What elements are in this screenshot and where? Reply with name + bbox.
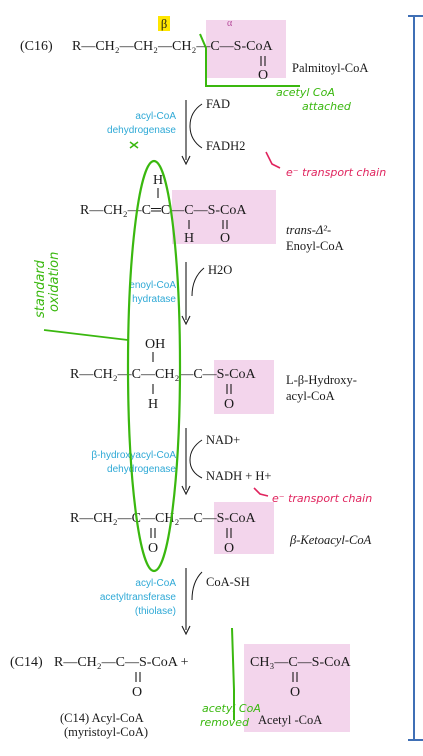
hydroxy-h: H: [148, 397, 158, 412]
acetyl-structure: CH₃—C—S-CoA: [250, 655, 351, 670]
etc-text-2: e⁻ transport chain: [272, 492, 372, 505]
hydroxy-o: O: [224, 397, 234, 412]
chain-r5: R—CH₂—C—S-CoA +: [54, 655, 189, 670]
removed-text-1: acetyl CoA: [202, 702, 261, 715]
coa-highlight-2: [172, 190, 276, 244]
keto-o-1: O: [148, 541, 158, 556]
enoyl-name-1: trans-Δ²-: [286, 223, 331, 237]
beta-highlight: [158, 16, 170, 31]
acylcoa-label-1: (C14) Acyl-CoA: [60, 711, 144, 725]
hydroxy-name-1: L-β-Hydroxy-: [286, 373, 357, 387]
enzyme-4-line2: acetyltransferase: [100, 592, 177, 603]
acetyl-attached-text-1: acetyl CoA: [276, 86, 335, 99]
standard-text: standard: [33, 259, 48, 318]
nadh-label: NADH + H+: [206, 469, 272, 483]
coa-highlight-4: [214, 502, 274, 554]
arrow-4-head: [181, 625, 191, 636]
enoyl-h-bottom: H: [184, 231, 194, 246]
acetyl-attached-text-2: attached: [302, 100, 352, 113]
oxidation-pointer: [43, 329, 129, 341]
alpha-mark: α: [227, 18, 233, 29]
product-o-1: O: [132, 685, 142, 700]
chain-r3: R—CH₂—C—CH₂—C—S-CoA: [70, 367, 256, 382]
coa-highlight-3: [214, 360, 274, 414]
oxidation-text: oxidation: [47, 252, 62, 312]
chain-r4: R—CH₂—C—CH₂—C—S-CoA: [70, 511, 256, 526]
enzyme-2-line2: hydratase: [132, 294, 176, 305]
product-o-2: O: [290, 685, 300, 700]
chain-r2: R—CH₂—C═C—C—S-CoA: [80, 203, 247, 218]
enzyme-2-line1: enoyl-CoA: [129, 280, 176, 291]
cofactor-curve-4: [191, 571, 203, 601]
c16-label: (C16): [20, 39, 53, 54]
coash-label: CoA-SH: [206, 575, 250, 589]
carbonyl-o-1: O: [258, 68, 268, 83]
keto-o-2: O: [224, 541, 234, 556]
cofactor-curve-1: [189, 103, 203, 149]
palmitoyl-label: Palmitoyl-CoA: [292, 61, 368, 75]
enoyl-name-2: Enoyl-CoA: [286, 239, 344, 253]
chain-r1: R—CH₂—CH₂—CH₂—C—S-CoA: [72, 39, 273, 54]
enoyl-h-top: H: [153, 173, 163, 188]
removed-text-2: removed: [200, 716, 250, 729]
fadh2-label: FADH2: [206, 139, 245, 153]
enzyme-1-check: [129, 141, 139, 149]
cofactor-curve-2: [191, 267, 205, 297]
enzyme-1-line1: acyl-CoA: [135, 111, 176, 122]
arrow-1-head: [181, 155, 191, 166]
etc-arrow-1: [265, 151, 281, 169]
cofactor-curve-3: [189, 439, 203, 479]
nad-label: NAD+: [206, 433, 240, 447]
h2o-label: H2O: [208, 263, 232, 277]
arrow-3-head: [181, 485, 191, 496]
cut-mark: [199, 33, 300, 87]
beta-mark: β: [161, 17, 167, 31]
coa-highlight-1: [206, 20, 286, 78]
enoyl-o: O: [220, 231, 230, 246]
enzyme-3-line2: dehydrogenase: [107, 464, 176, 475]
enzyme-4-line1: acyl-CoA: [135, 578, 176, 589]
etc-text-1: e⁻ transport chain: [286, 166, 386, 179]
fad-label: FAD: [206, 97, 230, 111]
enzyme-1-line2: dehydrogenase: [107, 125, 176, 136]
oxidation-ellipse: [126, 159, 182, 573]
enzyme-4-line3: (thiolase): [135, 606, 176, 617]
acylcoa-label-2: (myristoyl-CoA): [64, 725, 148, 739]
c14-label: (C14): [10, 655, 43, 670]
removed-mark: [231, 627, 235, 720]
keto-name: β-Ketoacyl-CoA: [289, 533, 372, 547]
etc-arrow-2: [253, 487, 269, 497]
coa-highlight-5: [244, 644, 350, 732]
hydroxy-oh: OH: [145, 337, 165, 352]
acetyl-label: Acetyl -CoA: [258, 713, 322, 727]
hydroxy-name-2: acyl-CoA: [286, 389, 335, 403]
arrow-2-head: [181, 315, 191, 326]
enzyme-3-line1: β-hydroxyacyl-CoA: [91, 450, 176, 461]
